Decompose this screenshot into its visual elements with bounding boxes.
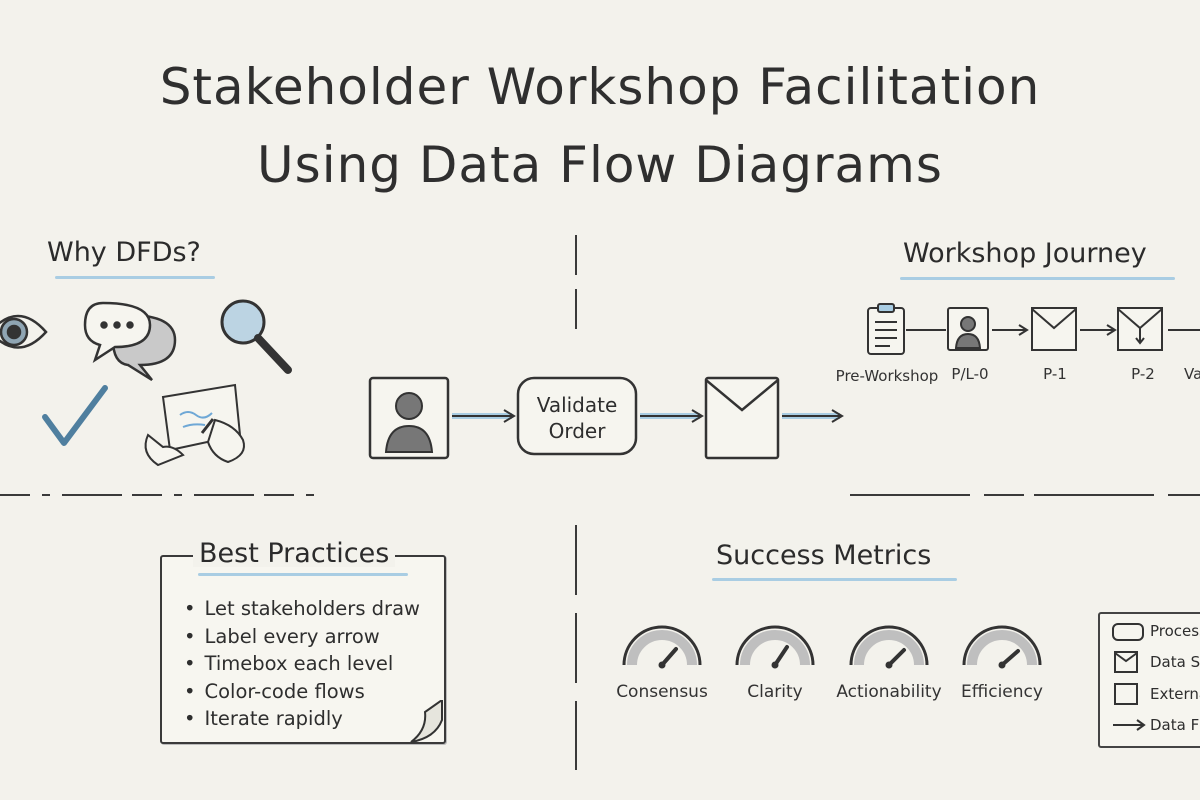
data-store bbox=[704, 376, 780, 460]
legend-flow-symbol bbox=[1113, 719, 1146, 731]
best-practices-heading: Best Practices bbox=[193, 540, 396, 567]
page-title-line-1: Stakeholder Workshop Facilitation bbox=[159, 58, 1041, 116]
practice-item: Color-code flows bbox=[184, 678, 420, 706]
journey-store-2 bbox=[1117, 307, 1163, 351]
magnifier-icon bbox=[220, 299, 292, 374]
legend-process-symbol bbox=[1112, 623, 1144, 641]
practice-item: Let stakeholders draw bbox=[184, 595, 420, 623]
metric-gauges bbox=[622, 625, 1042, 669]
page-title-line-2: Using Data Flow Diagrams bbox=[257, 136, 943, 194]
speech-bubbles-icon bbox=[83, 301, 177, 382]
flow-arrow-1 bbox=[452, 409, 516, 423]
process-box bbox=[516, 376, 638, 456]
why-dfds-icons bbox=[0, 299, 292, 467]
best-practices-list: Let stakeholders draw Label every arrow … bbox=[184, 595, 420, 733]
process-label-line-1: Validate bbox=[536, 393, 618, 417]
legend-symbols bbox=[1112, 623, 1146, 731]
journey-store-1 bbox=[1031, 307, 1077, 351]
why-dfds-underline bbox=[55, 276, 215, 279]
gauge-actionability-icon bbox=[849, 625, 929, 669]
metric-actionability-label: Actionability bbox=[836, 682, 942, 702]
journey-person-icon bbox=[947, 307, 989, 351]
legend-process-label: Process bbox=[1150, 622, 1200, 640]
legend-external-label: Externa bbox=[1150, 685, 1200, 703]
journey-step-2: P-2 bbox=[1131, 365, 1155, 383]
legend-store-symbol bbox=[1114, 651, 1138, 673]
process-label-line-2: Order bbox=[548, 419, 606, 443]
best-practices-note: Let stakeholders draw Label every arrow … bbox=[160, 555, 446, 744]
note-curl bbox=[410, 700, 443, 743]
success-metrics-underline bbox=[712, 578, 957, 581]
gauge-consensus-icon bbox=[622, 625, 702, 669]
drawing-hands-icon bbox=[144, 383, 245, 467]
gauge-clarity-icon bbox=[735, 625, 815, 669]
journey-step-1: P-1 bbox=[1043, 365, 1067, 383]
center-flow bbox=[368, 376, 844, 460]
clipboard-icon bbox=[867, 303, 905, 355]
practice-item: Timebox each level bbox=[184, 650, 420, 678]
legend-external-symbol bbox=[1114, 683, 1138, 705]
practice-item: Iterate rapidly bbox=[184, 705, 420, 733]
metric-consensus-label: Consensus bbox=[616, 682, 708, 702]
checkmark-icon bbox=[42, 385, 108, 446]
success-metrics-heading: Success Metrics bbox=[716, 540, 932, 571]
metric-efficiency-label: Efficiency bbox=[961, 682, 1043, 702]
why-dfds-heading: Why DFDs? bbox=[47, 237, 201, 268]
journey-step-0: P/L-0 bbox=[951, 365, 989, 383]
legend-store-label: Data St bbox=[1150, 653, 1200, 671]
best-practices-underline bbox=[198, 573, 408, 576]
flow-arrow-2 bbox=[640, 409, 704, 423]
metric-clarity-label: Clarity bbox=[747, 682, 803, 702]
legend-box: Process Data St Externa Data Fl bbox=[1098, 612, 1200, 748]
external-entity-person bbox=[368, 376, 450, 460]
workshop-journey-heading: Workshop Journey bbox=[903, 238, 1147, 269]
journey-timeline bbox=[867, 303, 1200, 355]
gauge-efficiency-icon bbox=[962, 625, 1042, 669]
workshop-journey-underline bbox=[900, 277, 1175, 280]
flow-arrow-3 bbox=[782, 409, 844, 423]
legend-flow-label: Data Fl bbox=[1150, 716, 1200, 734]
practice-item: Label every arrow bbox=[184, 623, 420, 651]
journey-step-pre-workshop: Pre-Workshop bbox=[835, 367, 939, 385]
eye-icon bbox=[0, 314, 48, 349]
journey-step-3: Va bbox=[1184, 365, 1200, 383]
